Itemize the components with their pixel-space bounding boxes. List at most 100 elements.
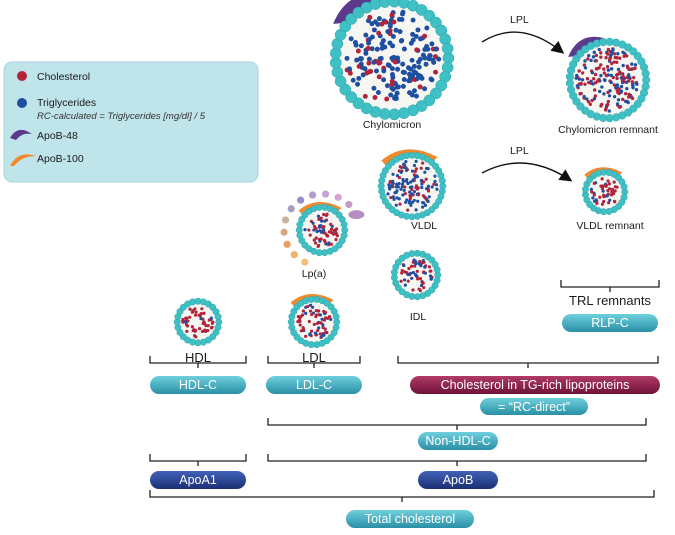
core-dot <box>304 334 308 338</box>
core-dot <box>630 62 634 66</box>
core-dot <box>391 54 397 60</box>
core-dot <box>420 185 424 190</box>
legend-apob100-label: ApoB-100 <box>37 153 84 165</box>
core-dot <box>331 232 336 236</box>
core-dot <box>373 68 379 74</box>
core-dot <box>593 72 598 77</box>
core-dot <box>188 307 192 311</box>
core-dot <box>184 323 189 327</box>
brace-hdl <box>149 356 247 368</box>
apob-text: ApoB <box>443 473 474 487</box>
core-dot <box>618 70 622 74</box>
core-dot <box>630 96 635 101</box>
core-dot <box>595 201 599 206</box>
shell-bead <box>441 42 454 55</box>
core-dot <box>433 46 439 52</box>
apob-pill <box>418 471 498 489</box>
core-dot <box>398 202 402 206</box>
core-dot <box>424 187 429 191</box>
core-dot <box>600 102 604 107</box>
core-dot <box>610 187 615 191</box>
core-dot <box>411 288 415 292</box>
core-dot <box>416 199 420 203</box>
core-dot <box>610 61 614 66</box>
core-dot <box>413 175 417 179</box>
core-dot <box>362 93 368 99</box>
core-dot <box>592 50 596 55</box>
lpa-particle <box>295 201 349 257</box>
core-dot <box>318 332 322 336</box>
core-dot <box>358 56 364 62</box>
core-dot <box>416 64 422 70</box>
core-dot <box>591 196 595 200</box>
core-dot <box>387 183 391 187</box>
core-dot <box>621 50 625 55</box>
core-dot <box>599 51 603 55</box>
core-dot <box>358 61 364 67</box>
brace-ldl <box>267 356 361 368</box>
core-dot <box>611 190 615 194</box>
core-dot <box>625 86 629 91</box>
kringle-bead <box>280 228 288 236</box>
core-dot <box>633 63 638 67</box>
core-dot <box>395 196 399 200</box>
core-dot <box>431 59 437 65</box>
non-hdl-c-text: Non-HDL-C <box>425 434 490 448</box>
core-dot <box>381 68 387 74</box>
lpl-label-top: LPL <box>510 14 529 26</box>
vldl-remnant-label: VLDL remnant <box>576 220 643 232</box>
core-dot <box>389 81 395 87</box>
core-dot <box>406 181 410 186</box>
core-dot <box>358 43 364 49</box>
core-dot <box>181 317 185 322</box>
core-dot <box>615 102 620 106</box>
core-dot <box>188 315 192 319</box>
core-dot <box>607 201 611 205</box>
core-dot <box>602 199 606 204</box>
core-dot <box>408 180 413 184</box>
core-dot <box>371 27 377 33</box>
core-dot <box>597 89 602 94</box>
core-dot <box>401 46 407 52</box>
core-dot <box>181 320 185 324</box>
core-dot <box>611 75 616 80</box>
core-dot <box>600 177 604 181</box>
trl-remnants-label: TRL remnants <box>569 293 651 308</box>
core-dot <box>410 276 414 280</box>
rc-direct-text: = “RC-direct” <box>498 400 570 414</box>
core-dot <box>355 48 361 54</box>
shell-bead <box>340 221 348 228</box>
core-dot <box>619 89 624 93</box>
core-dot <box>322 228 326 232</box>
brace-total <box>149 490 655 502</box>
core-dot <box>635 82 639 86</box>
core-dot <box>301 309 305 313</box>
core-dot <box>408 190 412 194</box>
core-dot <box>394 90 400 96</box>
core-dot <box>400 271 404 275</box>
cholesterol-legend-icon <box>17 71 27 81</box>
core-dot <box>311 305 315 309</box>
core-dot <box>350 77 356 83</box>
core-dot <box>319 216 323 220</box>
core-dot <box>587 53 591 58</box>
core-dot <box>409 264 414 268</box>
core-dot <box>325 234 329 238</box>
core-dot <box>433 179 437 184</box>
core-dot <box>317 326 321 330</box>
core-dot <box>319 237 323 241</box>
core-dot <box>207 318 211 322</box>
core-dot <box>309 329 314 333</box>
core-dot <box>616 67 621 72</box>
core-dot <box>582 94 586 99</box>
core-dot <box>400 61 406 67</box>
core-dot <box>403 270 407 274</box>
core-dot <box>592 88 597 92</box>
shell-bead <box>214 313 222 321</box>
core-dot <box>346 66 352 72</box>
core-dot <box>365 45 371 51</box>
core-dot <box>327 241 331 245</box>
lpl-arrow-mid <box>481 162 573 182</box>
core-dot <box>395 66 401 72</box>
core-dot <box>589 187 593 191</box>
